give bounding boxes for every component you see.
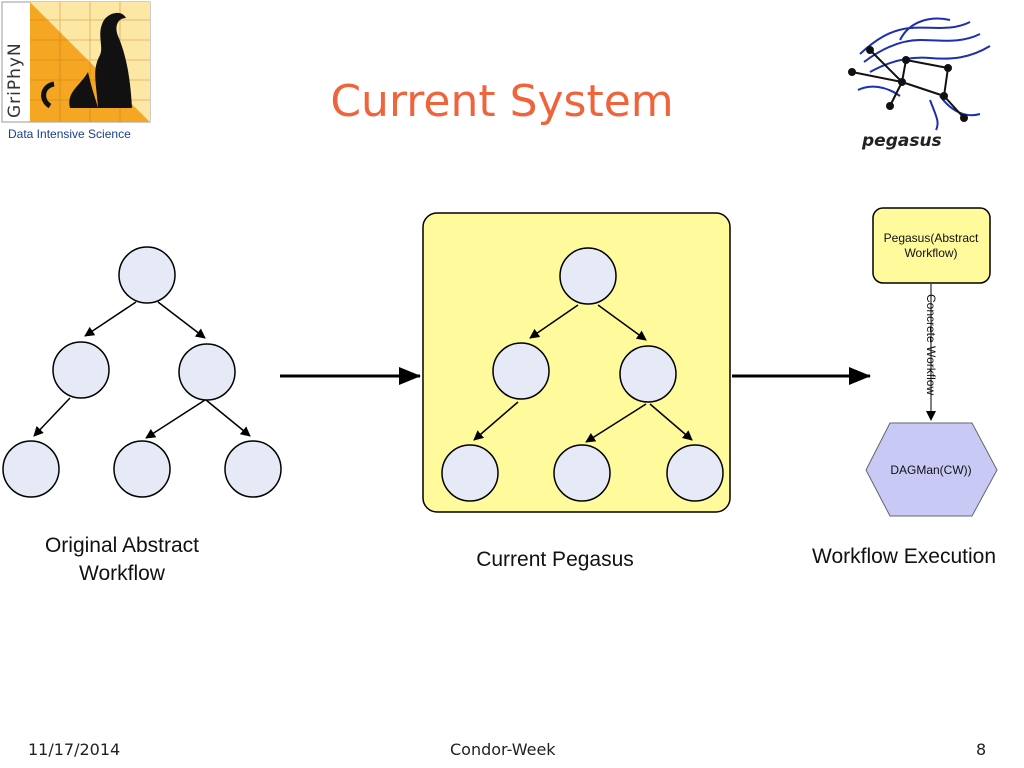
pegasus-logo: pegasus [848, 17, 991, 151]
griphyn-logo: GriPhyN Data Intensive Science [1, 1, 151, 141]
pegasus-abstract-box [872, 207, 991, 284]
caption-execution: Workflow Execution [812, 545, 997, 568]
workflow-node [441, 444, 499, 502]
workflow-node [666, 444, 724, 502]
workflow-node [492, 342, 550, 400]
caption-pegasus: Current Pegasus [476, 548, 634, 571]
workflow-node [224, 440, 282, 498]
workflow-node [559, 247, 617, 305]
pegasus-horse-icon [857, 17, 991, 131]
griphyn-brand: GriPhyN [5, 42, 25, 118]
pegasus-abstract-label-2: Workflow) [904, 246, 957, 260]
workflow-node [2, 440, 60, 498]
concrete-workflow-label: Concrete Workflow [924, 294, 938, 395]
workflow-node [619, 345, 677, 403]
workflow-node [553, 444, 611, 502]
workflow-node [118, 246, 176, 304]
current-pegasus-box [422, 212, 731, 513]
original-workflow-tree [2, 246, 282, 498]
footer-date: 11/17/2014 [28, 740, 121, 759]
footer-page-number: 8 [976, 740, 987, 759]
workflow-node [113, 440, 171, 498]
dagman-hexagon [865, 422, 998, 517]
pegasus-abstract-label-1: Pegasus(Abstract [884, 231, 979, 245]
dagman-label: DAGMan(CW)) [890, 463, 971, 477]
workflow-node [178, 343, 236, 401]
caption-original-line2: Workflow [79, 562, 165, 585]
workflow-node [52, 341, 110, 399]
griphyn-tagline: Data Intensive Science [8, 127, 131, 141]
footer-event: Condor-Week [450, 740, 556, 759]
pegasus-brand: pegasus [861, 131, 942, 151]
execution-group: Pegasus(Abstract Workflow) Concrete Work… [865, 207, 998, 517]
caption-original-line1: Original Abstract [44, 534, 200, 557]
slide-title: Current System [330, 76, 674, 127]
